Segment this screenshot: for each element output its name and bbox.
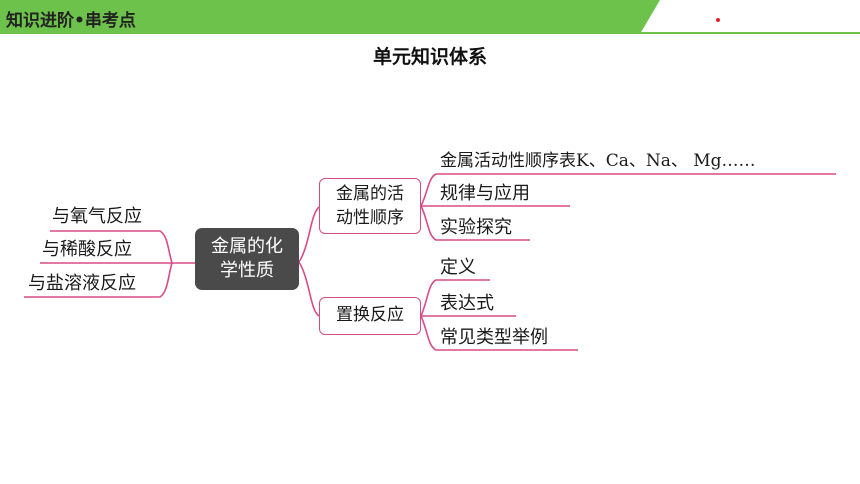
node-activity-line1: 金属的活 xyxy=(336,184,404,204)
connector-center-replacement xyxy=(298,261,320,317)
leaf-replacement-expression: 表达式 xyxy=(440,293,494,314)
center-node-line2: 学性质 xyxy=(220,260,274,281)
connector-activity-experiment xyxy=(420,205,530,241)
leaf-activity-experiment: 实验探究 xyxy=(440,217,512,238)
header-banner xyxy=(0,0,860,34)
node-replacement-reaction: 置换反应 xyxy=(319,297,421,335)
center-node: 金属的化 学性质 xyxy=(195,228,299,290)
connector-center-activity xyxy=(298,206,320,263)
left-branch-oxygen: 与氧气反应 xyxy=(52,206,142,227)
leaf-activity-table: 金属活动性顺序表K、Ca、Na、 Mg…… xyxy=(440,151,756,171)
connector-replacement-definition xyxy=(420,279,490,317)
node-replacement-label: 置换反应 xyxy=(336,305,404,325)
header-title: 知识进阶•串考点 xyxy=(6,11,136,31)
left-branch-acid: 与稀酸反应 xyxy=(42,239,132,260)
left-branch-salt: 与盐溶液反应 xyxy=(28,273,136,294)
page-title: 单元知识体系 xyxy=(372,46,487,68)
red-dot-decoration xyxy=(716,18,720,22)
leaf-activity-rules: 规律与应用 xyxy=(440,183,530,204)
leaf-replacement-examples: 常见类型举例 xyxy=(440,327,548,348)
node-activity-line2: 动性顺序 xyxy=(336,208,404,228)
header-banner-shape xyxy=(0,0,660,34)
connector-left-oxygen xyxy=(50,230,173,264)
connector-left-salt xyxy=(24,262,173,298)
center-node-line1: 金属的化 xyxy=(211,236,283,257)
node-activity-series: 金属的活 动性顺序 xyxy=(319,178,421,234)
connector-activity-table xyxy=(420,173,836,207)
leaf-replacement-definition: 定义 xyxy=(440,257,476,278)
header-bar: 知识进阶•串考点 xyxy=(0,0,860,34)
connector-replacement-examples xyxy=(420,315,578,351)
